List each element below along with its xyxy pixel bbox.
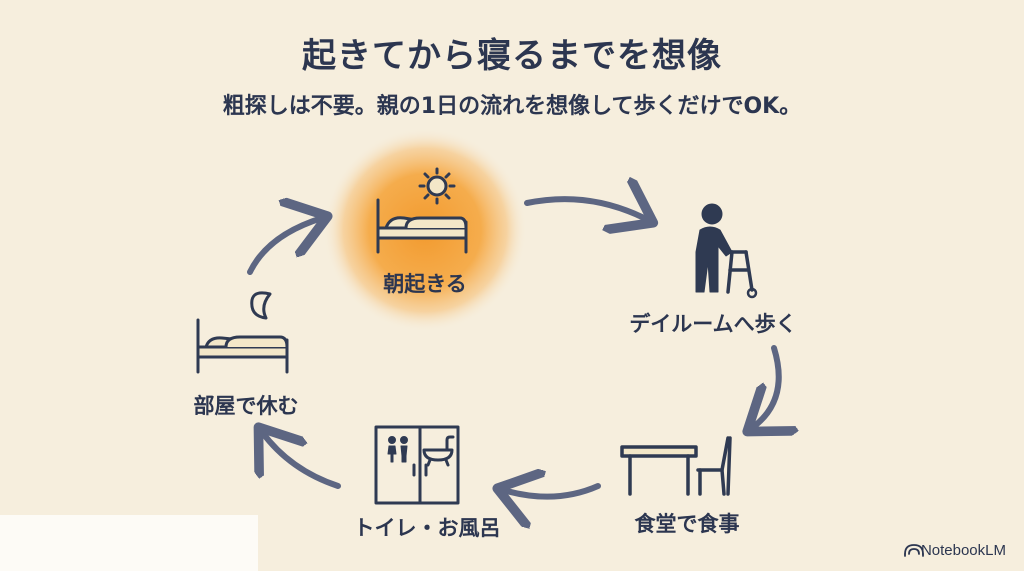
step-label-toilet-bath: トイレ・お風呂	[353, 516, 501, 540]
notebooklm-logo-icon	[904, 544, 924, 557]
table-and-chair-icon	[620, 436, 732, 496]
step-label-rest-in-room: 部屋で休む	[193, 394, 299, 418]
arrow-rest-to-wake	[247, 218, 322, 275]
page-subtitle: 粗探しは不要。親の1日の流れを想像して歩くだけでOK。	[222, 94, 802, 119]
step-label-meal: 食堂で食事	[634, 512, 740, 536]
page-title: 起きてから寝るまでを想像	[302, 36, 722, 76]
blank-panel	[0, 515, 258, 571]
bed-with-sun-icon	[376, 167, 468, 254]
step-label-walk-to-dayroom: デイルームへ歩く	[629, 312, 797, 336]
arrow-dayroom-to-meal	[752, 345, 779, 428]
person-with-walker-icon	[695, 203, 758, 299]
watermark: NotebookLM	[899, 542, 1006, 559]
step-label-wake-up: 朝起きる	[383, 272, 467, 296]
watermark-text: NotebookLM	[920, 542, 1006, 559]
arrow-bath-to-rest	[262, 432, 341, 489]
arrow-meal-to-bath	[503, 486, 601, 497]
arrow-wake-to-dayroom	[524, 199, 648, 220]
bed-with-moon-icon	[196, 291, 289, 374]
toilet-bath-door-icon	[374, 425, 460, 505]
